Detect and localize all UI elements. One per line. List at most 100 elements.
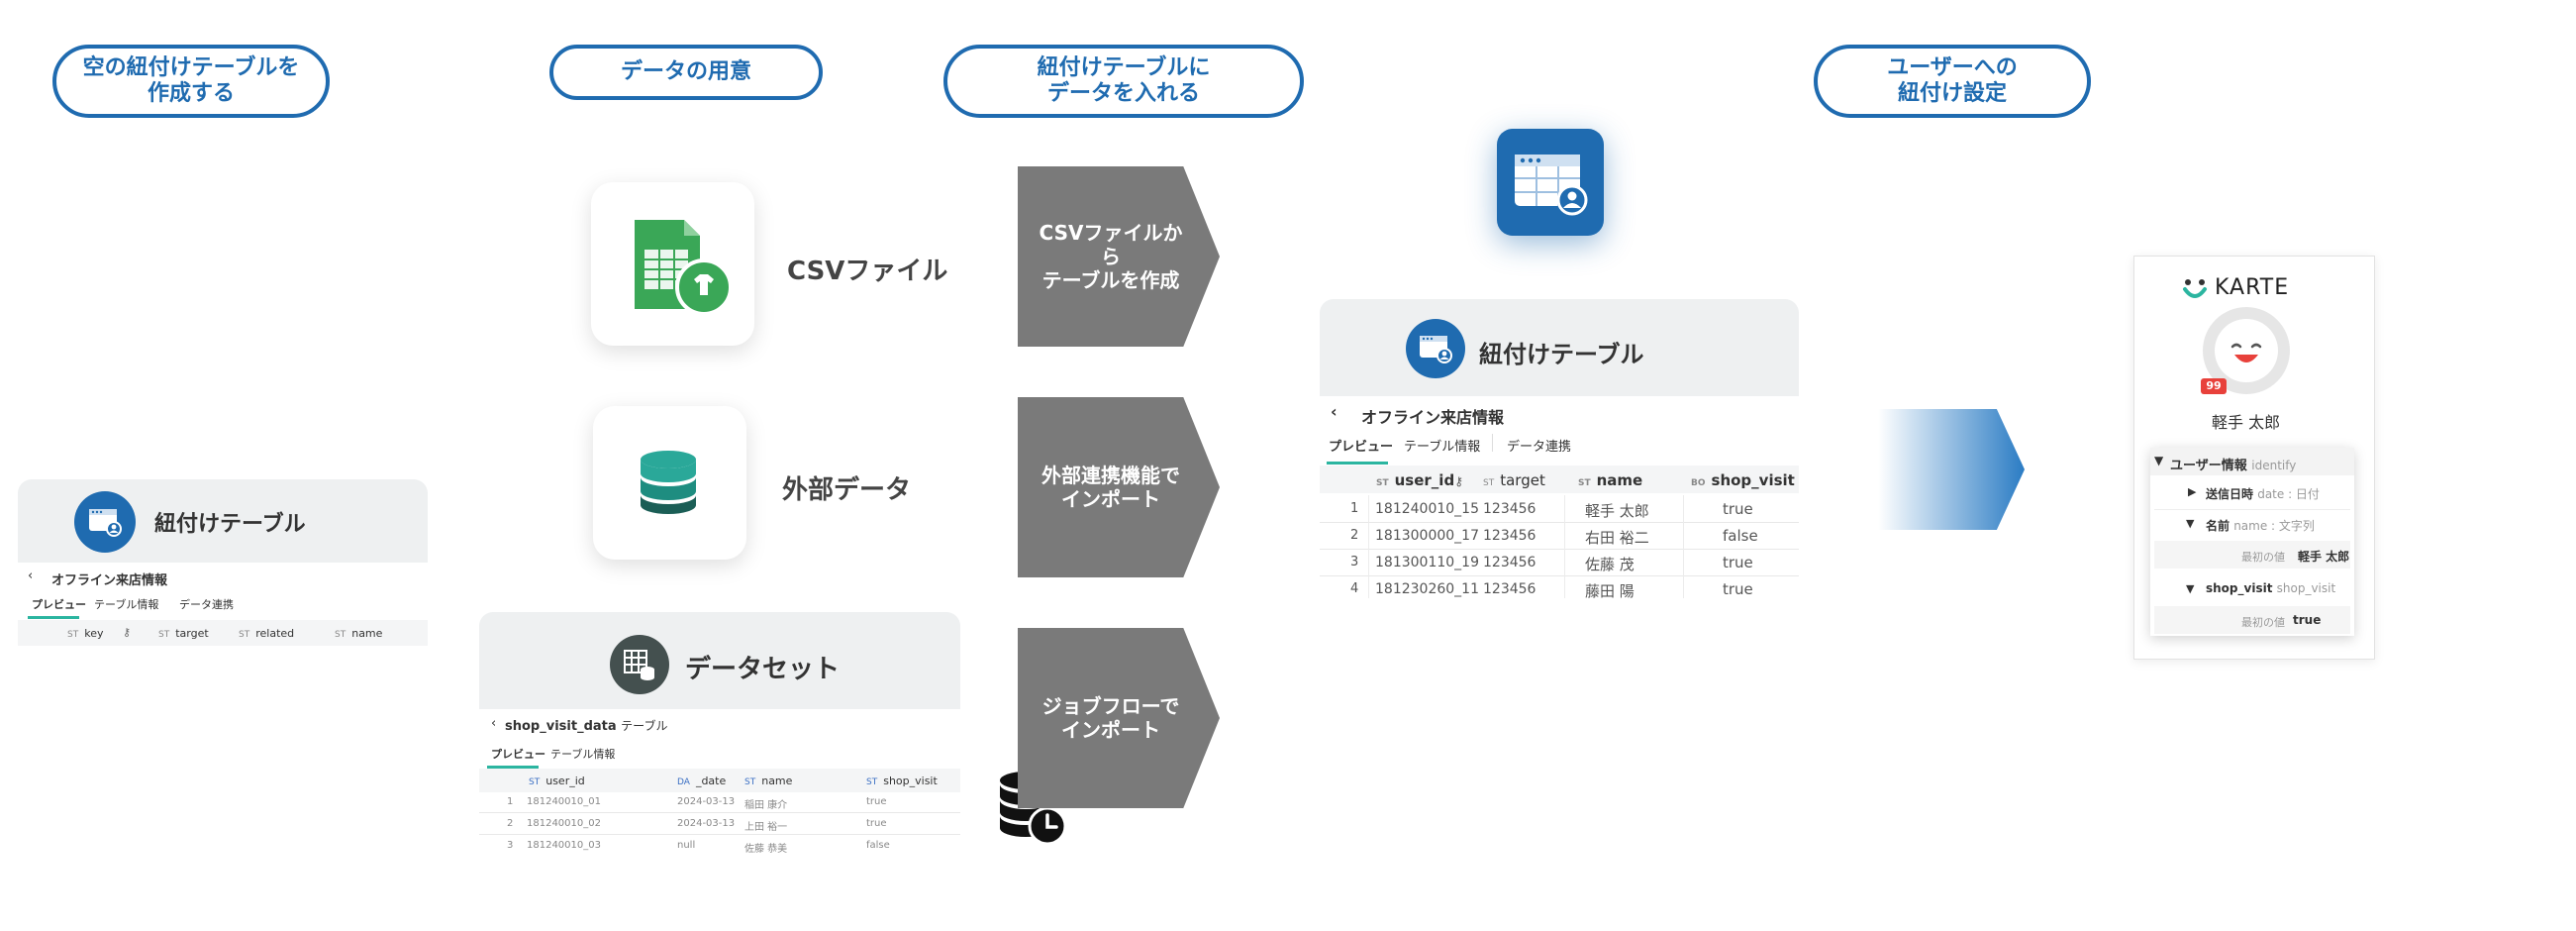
tab-table-info[interactable]: テーブル情報 bbox=[1404, 440, 1481, 455]
link-table-icon bbox=[74, 491, 136, 553]
key-icon: ⚷ bbox=[1454, 474, 1463, 488]
column-header: DA_date bbox=[677, 775, 727, 787]
cell: 佐藤 恭美 bbox=[744, 844, 788, 855]
row-number: 1 bbox=[1350, 501, 1359, 516]
active-tab-underline bbox=[487, 766, 539, 769]
expand-triangle-icon[interactable]: ▼ bbox=[2154, 454, 2164, 467]
cell: true bbox=[1723, 580, 1753, 598]
cell: 123456 bbox=[1483, 528, 1536, 544]
karte-logo-icon bbox=[2183, 279, 2207, 298]
field-name[interactable]: 名前 name : 文字列 bbox=[2206, 519, 2315, 533]
user-name: 軽手 太郎 bbox=[2212, 413, 2281, 432]
active-tab-underline bbox=[28, 616, 79, 619]
column-divider bbox=[1368, 495, 1369, 598]
divider bbox=[2154, 509, 2350, 510]
cell: true bbox=[1723, 500, 1753, 518]
tab-divider bbox=[1492, 434, 1493, 452]
tab-data-link[interactable]: データ連携 bbox=[1507, 440, 1572, 455]
expand-triangle-icon[interactable]: ▼ bbox=[2186, 517, 2195, 530]
cell: 軽手 太郎 bbox=[1585, 502, 1649, 520]
first-value-label: 最初の値 bbox=[2241, 551, 2285, 564]
left-panel-column-header bbox=[18, 620, 428, 646]
row-divider bbox=[1320, 575, 1799, 576]
cell: 上田 裕一 bbox=[744, 822, 788, 833]
cell: false bbox=[1723, 527, 1758, 545]
first-value-row bbox=[2154, 541, 2350, 569]
cell: 181240010_01 bbox=[527, 796, 601, 807]
user-info-section[interactable]: ユーザー情報 identify bbox=[2170, 459, 2297, 473]
cell: 稲田 康介 bbox=[744, 800, 788, 811]
main-panel-header bbox=[1320, 299, 1799, 396]
cell: 181240010_02 bbox=[527, 818, 601, 829]
cell: true bbox=[1723, 554, 1753, 571]
csv-source-card bbox=[591, 182, 754, 346]
arrow-csv-import: CSVファイルから テーブルを作成 bbox=[1018, 166, 1220, 347]
link-table-app-icon bbox=[1497, 129, 1604, 236]
tab-preview[interactable]: プレビュー bbox=[1329, 440, 1394, 455]
csv-source-label: CSVファイル bbox=[787, 257, 948, 286]
row-divider bbox=[479, 812, 960, 813]
key-icon: ⚷ bbox=[123, 626, 132, 639]
cell: 181300000_17 bbox=[1375, 528, 1479, 544]
score-badge: 99 bbox=[2201, 378, 2227, 394]
cell: 佐藤 茂 bbox=[1585, 556, 1635, 573]
cell: 123456 bbox=[1483, 581, 1536, 597]
left-panel-back-link[interactable]: オフライン来店情報 bbox=[51, 573, 168, 588]
cell: true bbox=[866, 818, 887, 829]
dataset-column-header bbox=[479, 769, 960, 792]
step-3-pill: 紐付けテーブルに データを入れる bbox=[943, 45, 1304, 118]
field-shop-visit[interactable]: shop_visit shop_visit bbox=[2206, 581, 2336, 595]
arrow-label: CSVファイルから テーブルを作成 bbox=[1039, 221, 1183, 292]
expand-triangle-icon[interactable]: ▼ bbox=[2186, 582, 2195, 595]
back-chevron-icon[interactable]: ‹ bbox=[491, 716, 497, 731]
karte-brand: KARTE bbox=[2215, 275, 2290, 300]
tab-table-info[interactable]: テーブル情報 bbox=[94, 598, 159, 611]
row-divider bbox=[1320, 549, 1799, 550]
arrow-label: ジョブフローで インポート bbox=[1041, 694, 1180, 742]
row-number: 2 bbox=[507, 818, 514, 829]
column-divider bbox=[1683, 495, 1684, 598]
back-chevron-icon[interactable]: ‹ bbox=[28, 569, 34, 583]
tab-preview[interactable]: プレビュー bbox=[32, 598, 86, 611]
main-panel-back-link[interactable]: オフライン来店情報 bbox=[1361, 408, 1505, 427]
row-number: 2 bbox=[1350, 528, 1359, 543]
arrow-external-import: 外部連携機能で インポート bbox=[1018, 397, 1220, 577]
cell: true bbox=[866, 796, 887, 807]
cell: 藤田 陽 bbox=[1585, 582, 1635, 600]
collapse-triangle-icon[interactable]: ▶ bbox=[2188, 485, 2197, 498]
first-value-label: 最初の値 bbox=[2241, 616, 2285, 629]
field-sent-date[interactable]: 送信日時 date : 日付 bbox=[2206, 487, 2320, 501]
first-value: true bbox=[2293, 613, 2322, 627]
external-source-card bbox=[593, 406, 746, 560]
tab-table-info[interactable]: テーブル情報 bbox=[550, 748, 616, 761]
row-divider bbox=[479, 834, 960, 835]
back-chevron-icon[interactable]: ‹ bbox=[1331, 402, 1338, 421]
cell: 181300110_19 bbox=[1375, 555, 1479, 570]
arrow-label: 外部連携機能で インポート bbox=[1041, 464, 1180, 511]
main-column-header bbox=[1320, 466, 1799, 493]
tab-preview[interactable]: プレビュー bbox=[491, 748, 545, 761]
step-2-pill: データの用意 bbox=[549, 45, 823, 100]
tab-data-link[interactable]: データ連携 bbox=[179, 598, 234, 611]
main-panel-title: 紐付けテーブル bbox=[1479, 341, 1644, 368]
row-divider bbox=[1320, 522, 1799, 523]
external-source-label: 外部データ bbox=[782, 475, 912, 505]
left-panel-title: 紐付けテーブル bbox=[154, 512, 306, 537]
cell: 123456 bbox=[1483, 501, 1536, 517]
arrow-jobflow-import: ジョブフローで インポート bbox=[1018, 628, 1220, 808]
dataset-back-link[interactable]: shop_visit_data テーブル bbox=[505, 719, 668, 734]
dataset-icon bbox=[610, 635, 669, 694]
database-icon bbox=[641, 451, 696, 514]
first-value-row bbox=[2154, 606, 2350, 634]
cell: 123456 bbox=[1483, 555, 1536, 570]
active-tab-underline bbox=[1327, 462, 1388, 465]
